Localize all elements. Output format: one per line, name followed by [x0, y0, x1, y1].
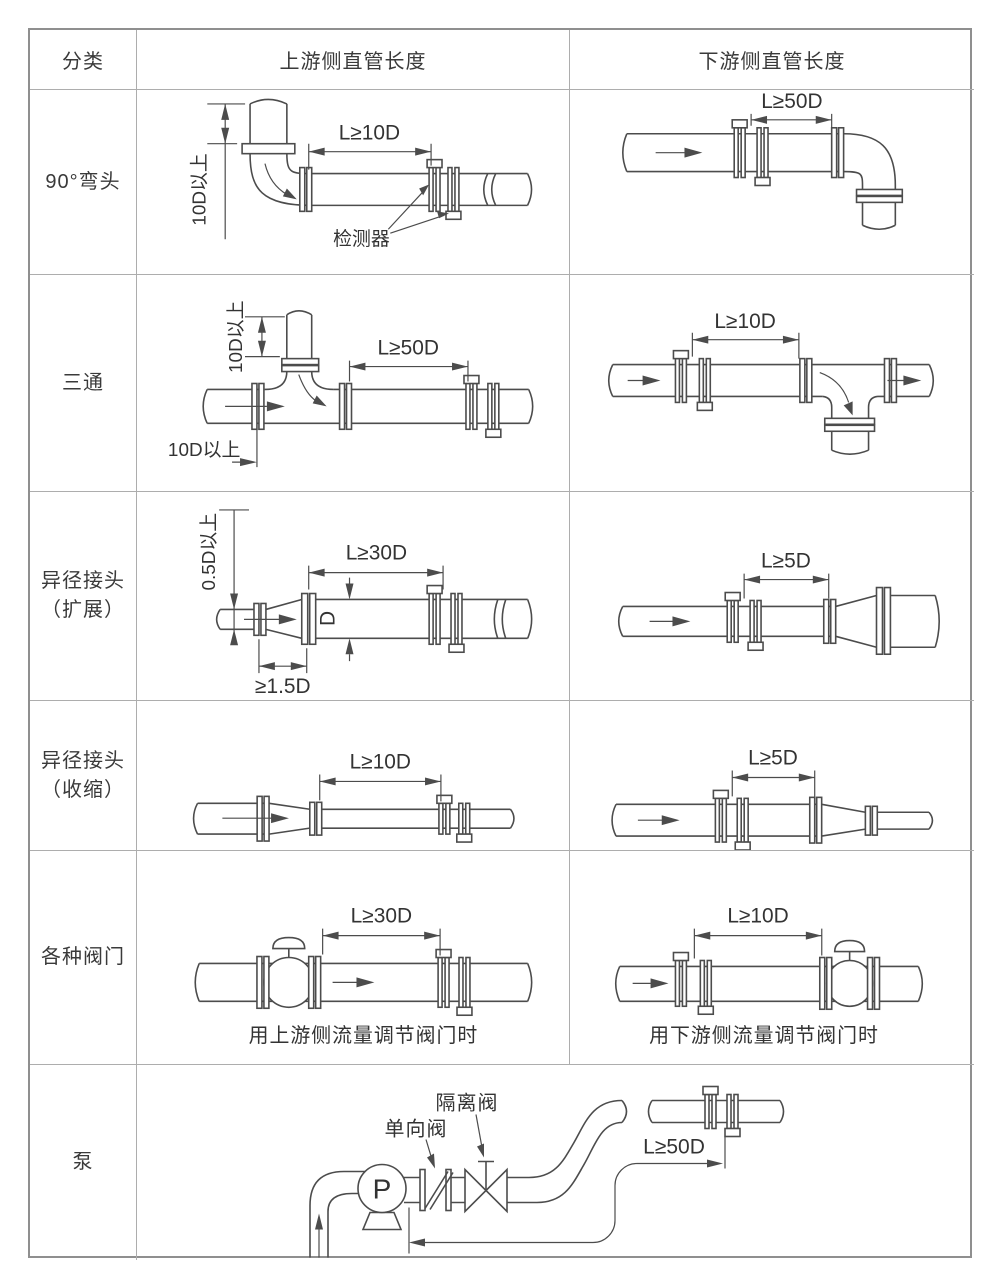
elbow-downstream-diagram: L≥50D: [622, 90, 904, 231]
isolation-valve-symbol: [464, 1160, 508, 1214]
row-valves-category: 各种阀门: [30, 851, 137, 1065]
detector-clamps: [731, 119, 771, 187]
isolation-valve-label: 隔离阀: [436, 1092, 499, 1115]
expander-offset-label: 0.5D以上: [198, 513, 220, 591]
detector-clamps: [463, 374, 502, 439]
tee-upstream-diagram: 10D以上 L≥50D 10D以上: [168, 300, 534, 468]
row-elbow-category: 90°弯头: [30, 90, 137, 275]
pump-symbol-letter: P: [373, 1174, 392, 1205]
row-valves-upstream-cell: L≥30D 用上游侧流量调节阀门时: [137, 851, 570, 1065]
detector-clamps: [426, 584, 465, 654]
expander-cone-dim-label: ≥1.5D: [255, 675, 311, 698]
expander-downstream-dim-label: L≥5D: [761, 550, 811, 573]
valves-downstream-dim-label: L≥10D: [727, 905, 788, 928]
detector-clamps: [724, 591, 764, 652]
valves-upstream-caption: 用上游侧流量调节阀门时: [249, 1024, 479, 1047]
row-reducer-category: 异径接头 （收缩）: [30, 701, 137, 851]
elbow-riser-dim-label: 10D以上: [188, 153, 210, 225]
reducer-upstream-diagram: L≥10D: [192, 751, 515, 843]
row-reducer-downstream-cell: L≥5D: [570, 701, 974, 851]
valves-upstream-diagram: L≥30D 用上游侧流量调节阀门时: [194, 905, 533, 1047]
row-tee-category: 三通: [30, 275, 137, 492]
header-downstream-label: 下游侧直管长度: [698, 51, 846, 73]
header-category: 分类: [30, 30, 137, 90]
elbow-upstream-dim-label: L≥10D: [339, 122, 400, 145]
row-tee-downstream-cell: L≥10D: [570, 275, 974, 492]
detector-clamps: [435, 948, 473, 1017]
detector-label: 检测器: [333, 228, 390, 250]
row-valves-label: 各种阀门: [41, 946, 125, 968]
header-category-label: 分类: [62, 51, 104, 73]
row-elbow-label: 90°弯头: [45, 170, 121, 193]
detector-clamps: [672, 349, 714, 412]
straight-pipe-requirements-table: 分类 上游侧直管长度 下游侧直管长度 90°弯头: [28, 28, 974, 1260]
detector-clamps: [426, 158, 462, 221]
elbow-upstream-diagram: L≥10D 10D以上 检测器: [188, 98, 533, 250]
detector-clamps: [672, 951, 715, 1016]
row-valves-downstream-cell: L≥10D 用下游侧流量调节阀门时: [570, 851, 974, 1065]
valves-upstream-dim-label: L≥30D: [351, 905, 412, 928]
tee-left-dim-label: 10D以上: [168, 439, 241, 461]
check-valve-label: 单向阀: [385, 1118, 448, 1141]
expander-upstream-dim-label: L≥30D: [346, 542, 407, 565]
expander-diameter-label: D: [317, 611, 340, 626]
row-tee-label: 三通: [62, 371, 104, 394]
check-valve-symbol: [419, 1168, 454, 1212]
header-upstream-label: 上游侧直管长度: [279, 51, 427, 73]
row-pump-label: 泵: [72, 1151, 94, 1173]
row-tee-upstream-cell: 10D以上 L≥50D 10D以上: [137, 275, 570, 492]
header-upstream: 上游侧直管长度: [137, 30, 570, 90]
expander-upstream-diagram: 0.5D以上 D L≥30D: [198, 509, 533, 698]
tee-downstream-dim-label: L≥10D: [714, 310, 775, 333]
valves-downstream-diagram: L≥10D 用下游侧流量调节阀门时: [614, 905, 924, 1047]
row-expander-category: 异径接头 （扩展）: [30, 492, 137, 701]
expander-downstream-diagram: L≥5D: [617, 550, 940, 656]
detector-clamps: [436, 794, 473, 843]
pump-dim-label: L≥50D: [643, 1136, 705, 1159]
reducer-upstream-dim-label: L≥10D: [350, 751, 411, 774]
elbow-downstream-dim-label: L≥50D: [761, 90, 822, 113]
tee-upstream-dim-label: L≥50D: [378, 337, 439, 360]
row-elbow-downstream-cell: L≥50D: [570, 90, 974, 275]
reducer-downstream-diagram: L≥5D: [611, 747, 934, 850]
valves-downstream-caption: 用下游侧流量调节阀门时: [649, 1024, 879, 1047]
row-reducer-upstream-cell: L≥10D: [137, 701, 570, 851]
row-reducer-label: 异径接头 （收缩）: [41, 749, 125, 801]
row-expander-upstream-cell: 0.5D以上 D L≥30D: [137, 492, 570, 701]
pump-symbol: P: [357, 1163, 407, 1231]
detector-clamps: [702, 1085, 741, 1138]
row-expander-downstream-cell: L≥5D: [570, 492, 974, 701]
row-elbow-upstream-cell: L≥10D 10D以上 检测器: [137, 90, 570, 275]
row-pump-category: 泵: [30, 1065, 137, 1260]
pump-diagram: P 单向阀 隔离阀: [309, 1085, 785, 1258]
tee-riser-dim-label: 10D以上: [225, 300, 247, 373]
reducer-downstream-dim-label: L≥5D: [748, 747, 798, 770]
valve-symbol: [256, 936, 322, 1010]
row-pump-diagram-cell: P 单向阀 隔离阀: [137, 1065, 974, 1260]
valve-symbol: [818, 939, 881, 1011]
tee-downstream-diagram: L≥10D: [607, 310, 935, 455]
header-downstream: 下游侧直管长度: [570, 30, 974, 90]
detector-clamps: [712, 789, 751, 850]
row-expander-label: 异径接头 （扩展）: [41, 570, 125, 621]
